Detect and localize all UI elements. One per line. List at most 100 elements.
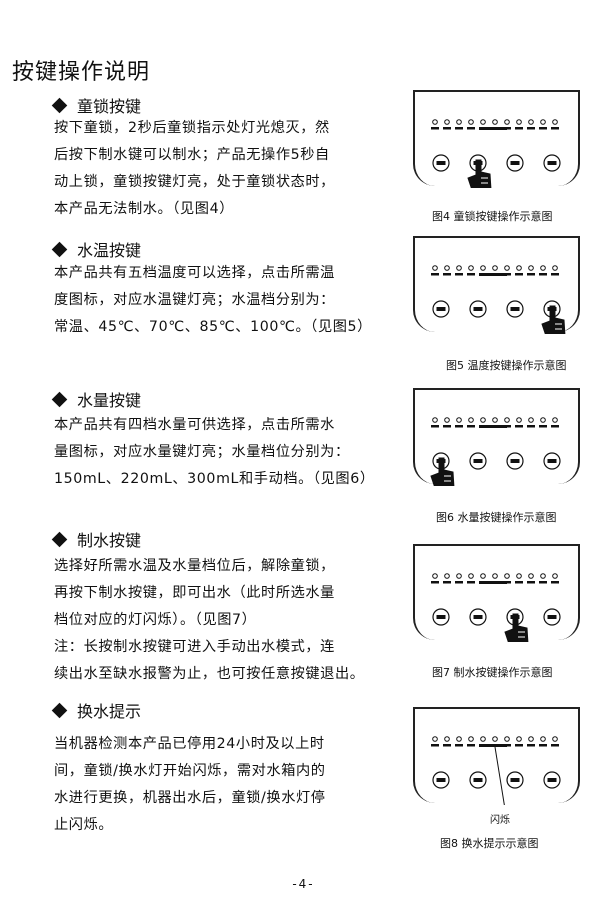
section-heading-water-temp: 水温按键 xyxy=(51,237,141,261)
button-label-mark xyxy=(473,778,483,782)
pointing-hand-icon xyxy=(504,613,529,642)
indicator-light-icon xyxy=(552,265,558,271)
indicator-light-icon xyxy=(456,736,462,742)
section-heading-water-volume: 水量按键 xyxy=(51,387,142,411)
control-panel-figure-8 xyxy=(413,707,580,805)
diamond-bullet-icon xyxy=(51,702,68,718)
indicator-light-icon xyxy=(432,736,438,742)
text-line: 后按下制水键可以制水；产品无操作5秒自 xyxy=(54,147,330,163)
indicator-light-icon xyxy=(516,119,522,125)
figure-caption: 图5 温度按键操作示意图 xyxy=(446,359,567,372)
indicator-light-icon xyxy=(456,573,462,579)
section-heading-dispense: 制水按键 xyxy=(51,527,141,551)
indicator-bar xyxy=(479,581,507,584)
pointing-hand-icon xyxy=(541,305,566,334)
indicator-light-icon xyxy=(528,417,534,423)
indicator-light-icon xyxy=(516,265,522,271)
indicator-label-mark xyxy=(551,273,559,276)
diamond-bullet-icon xyxy=(51,531,68,547)
text-line: 本产品无法制水。（见图4） xyxy=(54,201,234,217)
text-line: 当机器检测本产品已停用24小时及以上时 xyxy=(54,736,325,752)
indicator-label-mark xyxy=(551,127,559,130)
indicator-label-mark xyxy=(455,425,463,428)
indicator-bar xyxy=(479,127,507,130)
indicator-light-icon xyxy=(504,573,510,579)
text-line: 量图标，对应水量键灯亮；水量档位分别为： xyxy=(54,444,350,460)
indicator-label-mark xyxy=(527,127,535,130)
diamond-bullet-icon xyxy=(51,97,68,113)
text-line: 本产品共有四档水量可供选择，点击所需水 xyxy=(54,417,335,433)
indicator-light-icon xyxy=(492,265,498,271)
indicator-light-icon xyxy=(492,417,498,423)
panel-drawing xyxy=(431,736,561,805)
indicator-label-mark xyxy=(539,273,547,276)
indicator-bar xyxy=(479,744,507,747)
heading-text: 水量按键 xyxy=(77,391,142,410)
indicator-light-icon xyxy=(480,573,486,579)
indicator-bar xyxy=(479,273,507,276)
indicator-light-icon xyxy=(444,573,450,579)
text-line: 再按下制水按键，即可出水（此时所选水量 xyxy=(54,585,335,601)
indicator-label-mark xyxy=(527,581,535,584)
indicator-light-icon xyxy=(504,736,510,742)
paragraph-child-lock: 按下童锁，2秒后童锁指示处灯光熄灭，然 后按下制水键可以制水；产品无操作5秒自 … xyxy=(54,115,335,223)
indicator-light-icon xyxy=(468,119,474,125)
indicator-label-mark xyxy=(539,744,547,747)
panel-drawing xyxy=(431,119,561,188)
button-label-mark xyxy=(547,161,557,165)
figure-caption: 图7 制水按键操作示意图 xyxy=(432,666,553,679)
paragraph-water-volume: 本产品共有四档水量可供选择，点击所需水 量图标，对应水量键灯亮；水量档位分别为：… xyxy=(54,412,375,493)
text-line: 间，童锁/换水灯开始闪烁，需对水箱内的 xyxy=(54,763,326,779)
indicator-light-icon xyxy=(468,417,474,423)
indicator-light-icon xyxy=(456,119,462,125)
page-title: 按键操作说明 xyxy=(12,60,151,85)
button-label-mark xyxy=(436,615,446,619)
text-line: 选择好所需水温及水量档位后，解除童锁， xyxy=(54,558,335,574)
paragraph-water-temp: 本产品共有五档温度可以选择，点击所需温 度图标，对应水温键灯亮；水温档分别为： … xyxy=(54,260,372,341)
indicator-light-icon xyxy=(540,417,546,423)
text-line: 续出水至缺水报警为止，也可按任意按键退出。 xyxy=(54,666,365,682)
indicator-light-icon xyxy=(504,417,510,423)
indicator-light-icon xyxy=(528,265,534,271)
control-panel-figure-4 xyxy=(413,90,580,188)
indicator-light-icon xyxy=(444,119,450,125)
text-line: 档位对应的灯闪烁）。（见图7） xyxy=(54,612,257,628)
indicator-label-mark xyxy=(443,744,451,747)
indicator-label-mark xyxy=(443,425,451,428)
indicator-label-mark xyxy=(527,273,535,276)
figure-caption: 图8 换水提示示意图 xyxy=(440,837,539,850)
button-label-mark xyxy=(510,161,520,165)
indicator-light-icon xyxy=(504,265,510,271)
indicator-light-icon xyxy=(480,119,486,125)
indicator-light-icon xyxy=(444,736,450,742)
paragraph-water-change: 当机器检测本产品已停用24小时及以上时 间，童锁/换水灯开始闪烁，需对水箱内的 … xyxy=(54,731,326,839)
indicator-light-icon xyxy=(528,119,534,125)
indicator-light-icon xyxy=(444,417,450,423)
indicator-light-icon xyxy=(432,573,438,579)
button-label-mark xyxy=(473,459,483,463)
indicator-light-icon xyxy=(444,265,450,271)
indicator-light-icon xyxy=(540,119,546,125)
button-label-mark xyxy=(436,778,446,782)
indicator-label-mark xyxy=(467,127,475,130)
indicator-bar xyxy=(479,425,507,428)
button-label-mark xyxy=(436,307,446,311)
indicator-light-icon xyxy=(492,573,498,579)
indicator-light-icon xyxy=(480,265,486,271)
indicator-label-mark xyxy=(455,744,463,747)
button-label-mark xyxy=(436,161,446,165)
indicator-label-mark xyxy=(443,581,451,584)
control-panel-figure-6 xyxy=(413,388,580,486)
indicator-light-icon xyxy=(516,417,522,423)
heading-text: 童锁按键 xyxy=(77,97,142,116)
pointing-hand-icon xyxy=(430,457,455,486)
indicator-label-mark xyxy=(467,581,475,584)
figure-caption: 图6 水量按键操作示意图 xyxy=(436,511,557,524)
indicator-label-mark xyxy=(515,273,523,276)
indicator-label-mark xyxy=(515,581,523,584)
panel-drawing xyxy=(431,573,561,642)
flash-callout-label: 闪烁 xyxy=(490,815,510,826)
text-line: 按下童锁，2秒后童锁指示处灯光熄灭，然 xyxy=(54,120,330,136)
text-line: 注：长按制水按键可进入手动出水模式，连 xyxy=(54,639,335,655)
text-line: 度图标，对应水温键灯亮；水温档分别为： xyxy=(54,292,335,308)
